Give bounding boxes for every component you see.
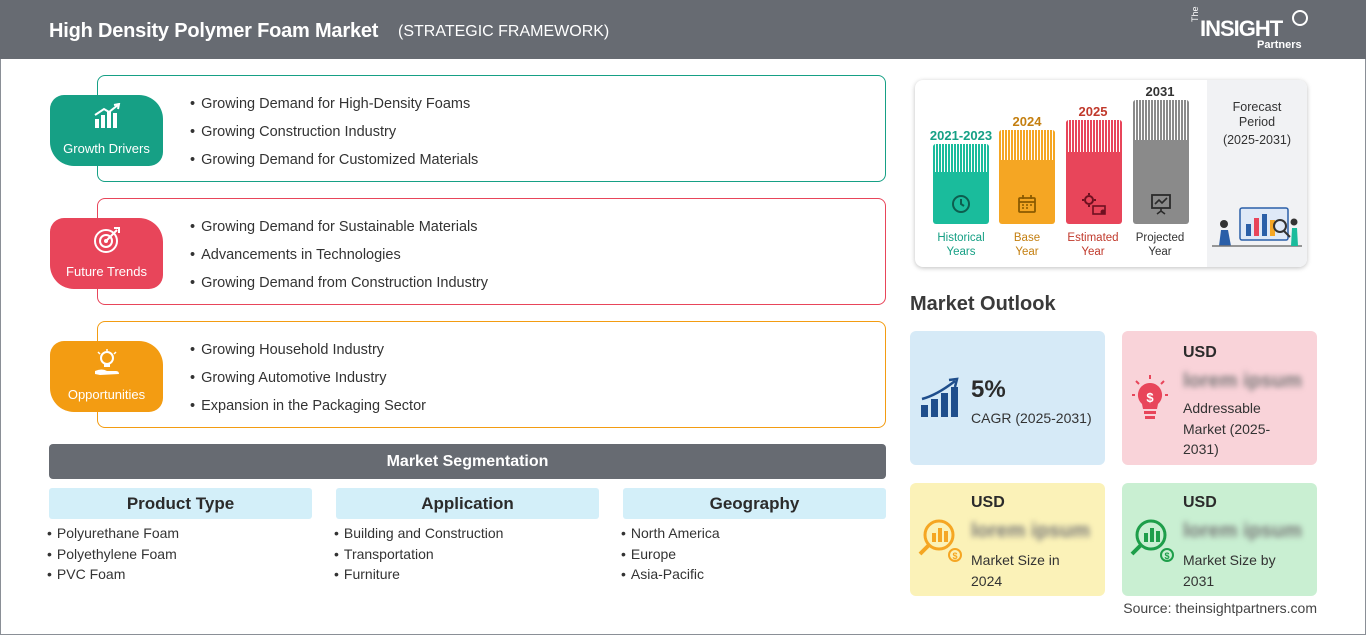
growth-chart-icon (921, 377, 959, 417)
forecast-label: Forecast (1232, 100, 1282, 114)
addressable-market-card: USD lorem ipsum $ Addressable Market (20… (1122, 331, 1317, 465)
page-title: High Density Polymer Foam Market (49, 20, 379, 42)
svg-text:$: $ (1146, 390, 1154, 405)
list-item: Polyethylene Foam (47, 546, 179, 567)
insight-partners-logo: The INSIGHT Partners (1190, 6, 1310, 54)
header-bar: High Density Polymer Foam Market (STRATE… (0, 0, 1366, 59)
cagr-value: 5% (971, 376, 1006, 403)
timeline-card: Forecast Period (2025-2031) 2021-2023 Hi… (915, 80, 1307, 267)
opportunities-badge: Opportunities (50, 341, 163, 412)
blurred-value: lorem ipsum (971, 520, 1090, 542)
list-item: Polyurethane Foam (47, 525, 179, 546)
gears-chart-icon (1082, 193, 1106, 215)
segment-list-geography: North America Europe Asia-Pacific (621, 525, 720, 587)
list-item: Growing Household Industry (190, 342, 426, 370)
list-item: Growing Demand for Sustainable Materials (190, 219, 488, 247)
lightbulb-hand-icon (95, 349, 119, 375)
growth-drivers-badge: Growth Drivers (50, 95, 163, 166)
target-icon (94, 227, 120, 253)
market-size-2024-card: USD lorem ipsum $ Market Size in 2024 (910, 483, 1105, 596)
lightbulb-dollar-icon: $ (1132, 375, 1168, 419)
badge-label: Growth Drivers (63, 141, 150, 156)
timeline-bar-historical (933, 144, 989, 224)
list-item: Furniture (334, 566, 503, 587)
forecast-range: (2025-2031) (1222, 133, 1292, 147)
list-item: Growing Demand from Construction Industr… (190, 275, 488, 303)
forecast-label: Period (1238, 115, 1276, 129)
list-item: Advancements in Technologies (190, 247, 488, 275)
list-item: Growing Construction Industry (190, 124, 478, 152)
magnifier-coins-icon: $ (918, 519, 962, 562)
list-item: Growing Automotive Industry (190, 370, 426, 398)
timeline-bar-estimated (1066, 120, 1122, 224)
analyst-illustration-icon (1212, 207, 1302, 247)
timeline-bar-projected (1133, 100, 1189, 224)
segment-head-geography: Geography (623, 488, 886, 519)
segment-head-product-type: Product Type (49, 488, 312, 519)
forecast-panel: Forecast Period (2025-2031) (1207, 80, 1307, 267)
calendar-icon (1018, 195, 1036, 213)
svg-text:$: $ (1164, 551, 1169, 561)
market-size-2024-label: Market Size in 2024 (971, 552, 1060, 589)
list-item: Growing Demand for High-Density Foams (190, 96, 478, 124)
future-trends-badge: Future Trends (50, 218, 163, 289)
timeline-bar-base (999, 130, 1055, 224)
opportunities-list: Growing Household Industry Growing Autom… (190, 342, 426, 426)
page-subtitle: (STRATEGIC FRAMEWORK) (398, 23, 610, 40)
segment-list-application: Building and Construction Transportation… (334, 525, 504, 587)
blurred-value: lorem ipsum (1183, 520, 1302, 542)
presentation-board-icon (1151, 194, 1171, 215)
future-trends-box: Growing Demand for Sustainable Materials… (97, 198, 886, 305)
bar-year-projected: 2031 (1145, 84, 1175, 99)
source-text: Source: theinsightpartners.com (1123, 600, 1317, 616)
list-item: North America (621, 525, 720, 546)
addressable-market-label: Addressable Market (2025- 2031) (1183, 400, 1271, 457)
badge-label: Opportunities (67, 387, 146, 402)
badge-label: Future Trends (66, 264, 147, 279)
segment-head-application: Application (336, 488, 599, 519)
currency-label: USD (1183, 494, 1217, 511)
magnifier-coins-icon: $ (1130, 519, 1174, 562)
bar-growth-icon (94, 103, 121, 128)
future-trends-list: Growing Demand for Sustainable Materials… (190, 219, 488, 303)
market-outlook-title: Market Outlook (910, 293, 1056, 315)
market-size-2031-card: USD lorem ipsum $ Market Size by 2031 (1122, 483, 1317, 596)
segment-list-product-type: Polyurethane Foam Polyethylene Foam PVC … (47, 525, 179, 587)
list-item: PVC Foam (47, 566, 179, 587)
blurred-value: lorem ipsum (1183, 370, 1302, 392)
opportunities-box: Growing Household Industry Growing Autom… (97, 321, 886, 428)
bar-year-base: 2024 (1012, 114, 1042, 129)
list-item: Expansion in the Packaging Sector (190, 398, 426, 426)
currency-label: USD (1183, 344, 1217, 361)
bar-year-estimated: 2025 (1078, 104, 1108, 119)
cagr-card: 5% CAGR (2025-2031) (910, 331, 1105, 465)
market-segmentation-bar: Market Segmentation (49, 444, 886, 479)
svg-text:$: $ (952, 551, 957, 561)
history-clock-icon (952, 195, 970, 213)
list-item: Asia-Pacific (621, 566, 720, 587)
cagr-label: CAGR (2025-2031) (971, 410, 1092, 426)
growth-drivers-box: Growing Demand for High-Density Foams Gr… (97, 75, 886, 182)
list-item: Europe (621, 546, 720, 567)
bar-year-historical: 2021-2023 (929, 128, 993, 143)
list-item: Building and Construction (334, 525, 504, 546)
currency-label: USD (971, 494, 1005, 511)
market-size-2031-label: Market Size by 2031 (1183, 552, 1276, 589)
list-item: Transportation (334, 546, 503, 567)
list-item: Growing Demand for Customized Materials (190, 152, 478, 180)
growth-drivers-list: Growing Demand for High-Density Foams Gr… (190, 96, 478, 180)
